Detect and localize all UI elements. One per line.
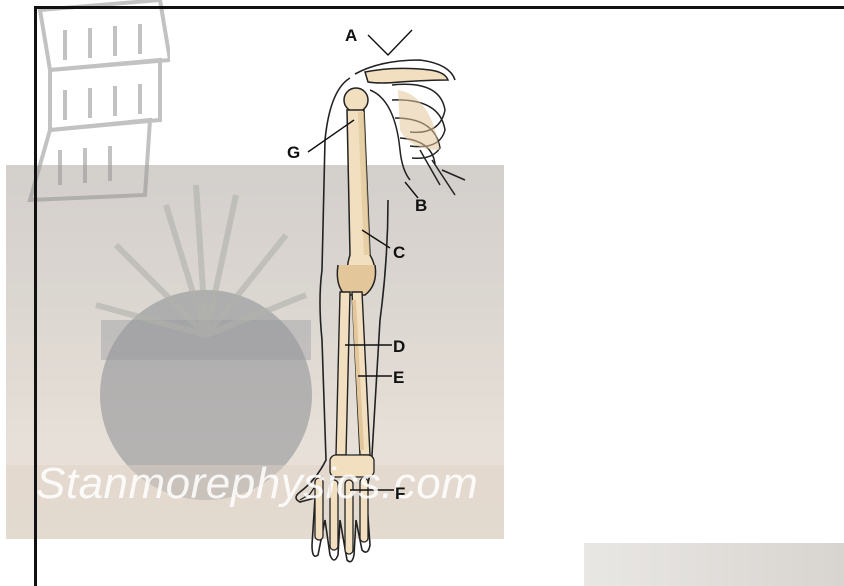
label-b: B <box>415 196 427 216</box>
label-f: F <box>395 484 405 504</box>
label-g: G <box>287 143 300 163</box>
leader-line-a <box>368 30 412 55</box>
label-c: C <box>393 243 405 263</box>
label-e: E <box>393 368 404 388</box>
label-a: A <box>345 26 357 46</box>
watermark: Stanmorephysics.com <box>36 459 478 509</box>
label-d: D <box>393 337 405 357</box>
